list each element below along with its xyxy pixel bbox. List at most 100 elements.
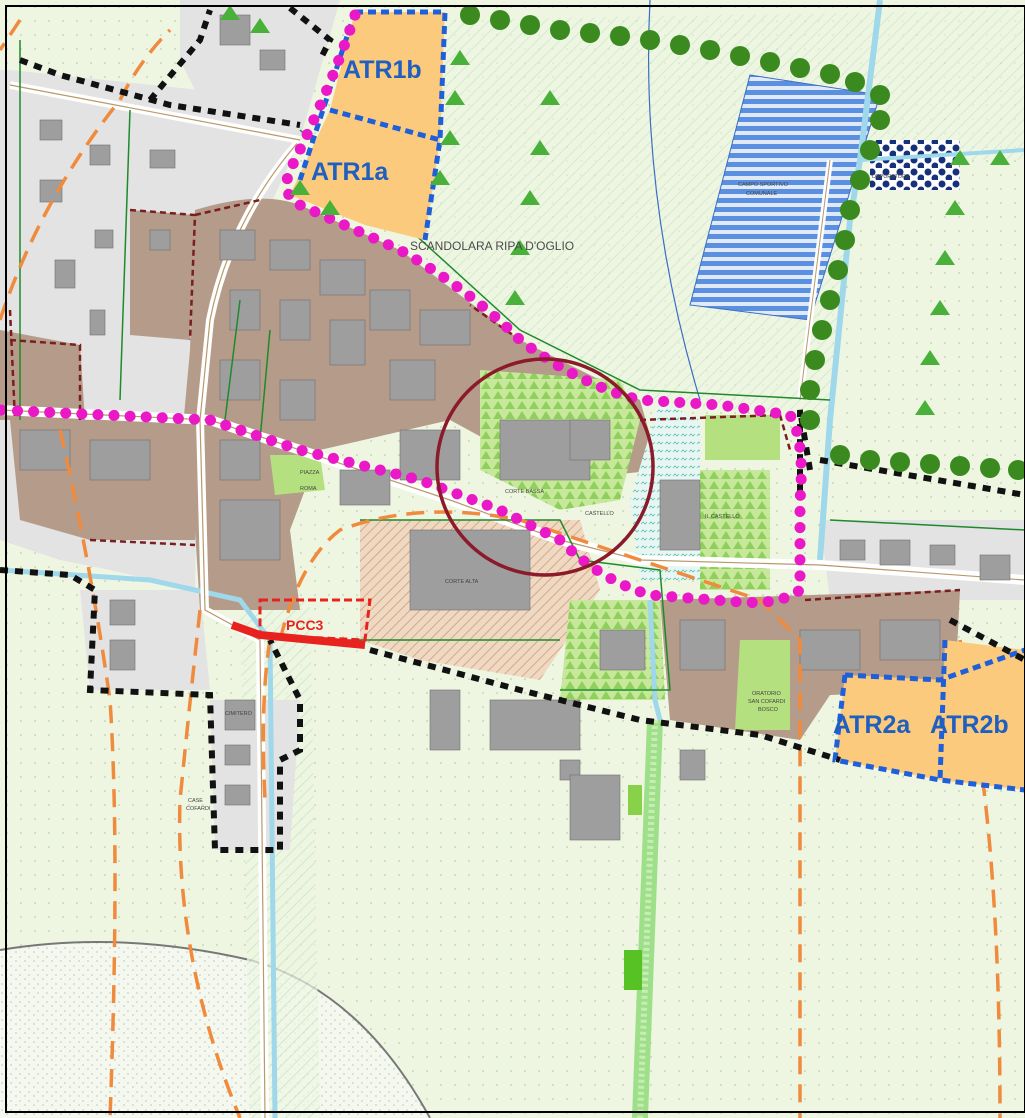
tree [830,445,850,465]
building [339,469,391,506]
label-piazza: PIAZZA [300,470,320,476]
tree [828,260,848,280]
perimeter-line [369,647,841,763]
historic-block-north [130,210,195,340]
building [109,599,136,626]
building [219,229,256,261]
building [259,49,286,71]
agricultural-speckled-area [0,942,430,1118]
tree [860,140,880,160]
hedge [530,140,550,155]
hedge [450,50,470,65]
tree [870,85,890,105]
tree [845,72,865,92]
building [679,749,706,781]
canal-east [859,148,1025,162]
building [929,544,956,566]
building [224,784,251,806]
boundary-line [259,329,271,441]
hedge [505,290,525,305]
label-case: CASE [188,798,203,804]
planned-route [0,28,172,321]
building [599,629,646,671]
tree [870,110,890,130]
zone-border [355,9,448,241]
buildings [19,14,1011,841]
hedge [290,180,310,195]
perimeter-line [797,409,813,500]
tree [580,23,600,43]
label-comunale: COMUNALE [746,191,778,197]
building [109,639,136,671]
building [399,429,461,481]
zone-border [844,647,1025,683]
zone-label-atr2b: ATR2b [930,711,1009,739]
hedge [320,200,340,215]
label-corte-alta: CORTE ALTA [445,579,479,585]
historic-boundary [129,208,197,341]
zone-border [937,639,948,781]
building [224,744,251,766]
tree [835,230,855,250]
zone-border [329,107,441,143]
building [879,619,941,661]
building [419,309,471,346]
planned-route [177,609,242,1118]
pcc3-road [230,621,366,649]
tree [640,30,660,50]
building [89,439,151,481]
tree [890,452,910,472]
building [569,419,611,461]
planned-routes [0,19,1002,1118]
building [279,379,316,421]
green-area-oratorio [735,640,790,730]
building [269,239,311,271]
tree [860,450,880,470]
green-patch [628,785,642,815]
zone-label-atr2a: ATR2a [833,711,911,739]
building [979,554,1011,581]
label-bosco: BOSCO [758,707,779,713]
tree [812,320,832,340]
label-il-castello: IL CASTELLO [705,514,740,520]
boundary-line [360,519,671,691]
label-depuratore: DEPURATORE [872,174,910,180]
historic-boundary [194,198,261,217]
hedge [945,200,965,215]
tree [840,200,860,220]
depuratore-area [870,140,960,190]
tree [980,458,1000,478]
historic-boundary [9,338,82,420]
hedge [920,350,940,365]
building [219,359,261,401]
historic-core-west [0,330,85,420]
boundary-line [829,519,1025,531]
building [219,499,281,561]
tree [520,15,540,35]
hedge [540,90,560,105]
building [839,539,866,561]
green-patch [624,950,642,990]
tree [790,58,810,78]
building [89,144,111,166]
hedge [440,130,460,145]
planned-route [0,19,22,51]
hedge-markers [220,5,1010,415]
stream-line [647,0,701,401]
building [279,299,311,341]
green-area-park [700,470,770,590]
building [149,229,171,251]
historic-boundary [89,538,196,547]
label-cimitero: CIMITERO [225,711,253,717]
zone-label-atr1a: ATR1a [311,158,389,186]
planned-route [278,510,802,1118]
tree [850,170,870,190]
label-castello: CASTELLO [585,511,614,517]
label-corte-bassa: CORTE BASSA [505,489,544,495]
tree [800,380,820,400]
building [329,319,366,366]
urban-perimeter [0,5,1025,853]
atr2a-zone [835,675,945,780]
building [489,699,581,751]
hedge [250,18,270,33]
